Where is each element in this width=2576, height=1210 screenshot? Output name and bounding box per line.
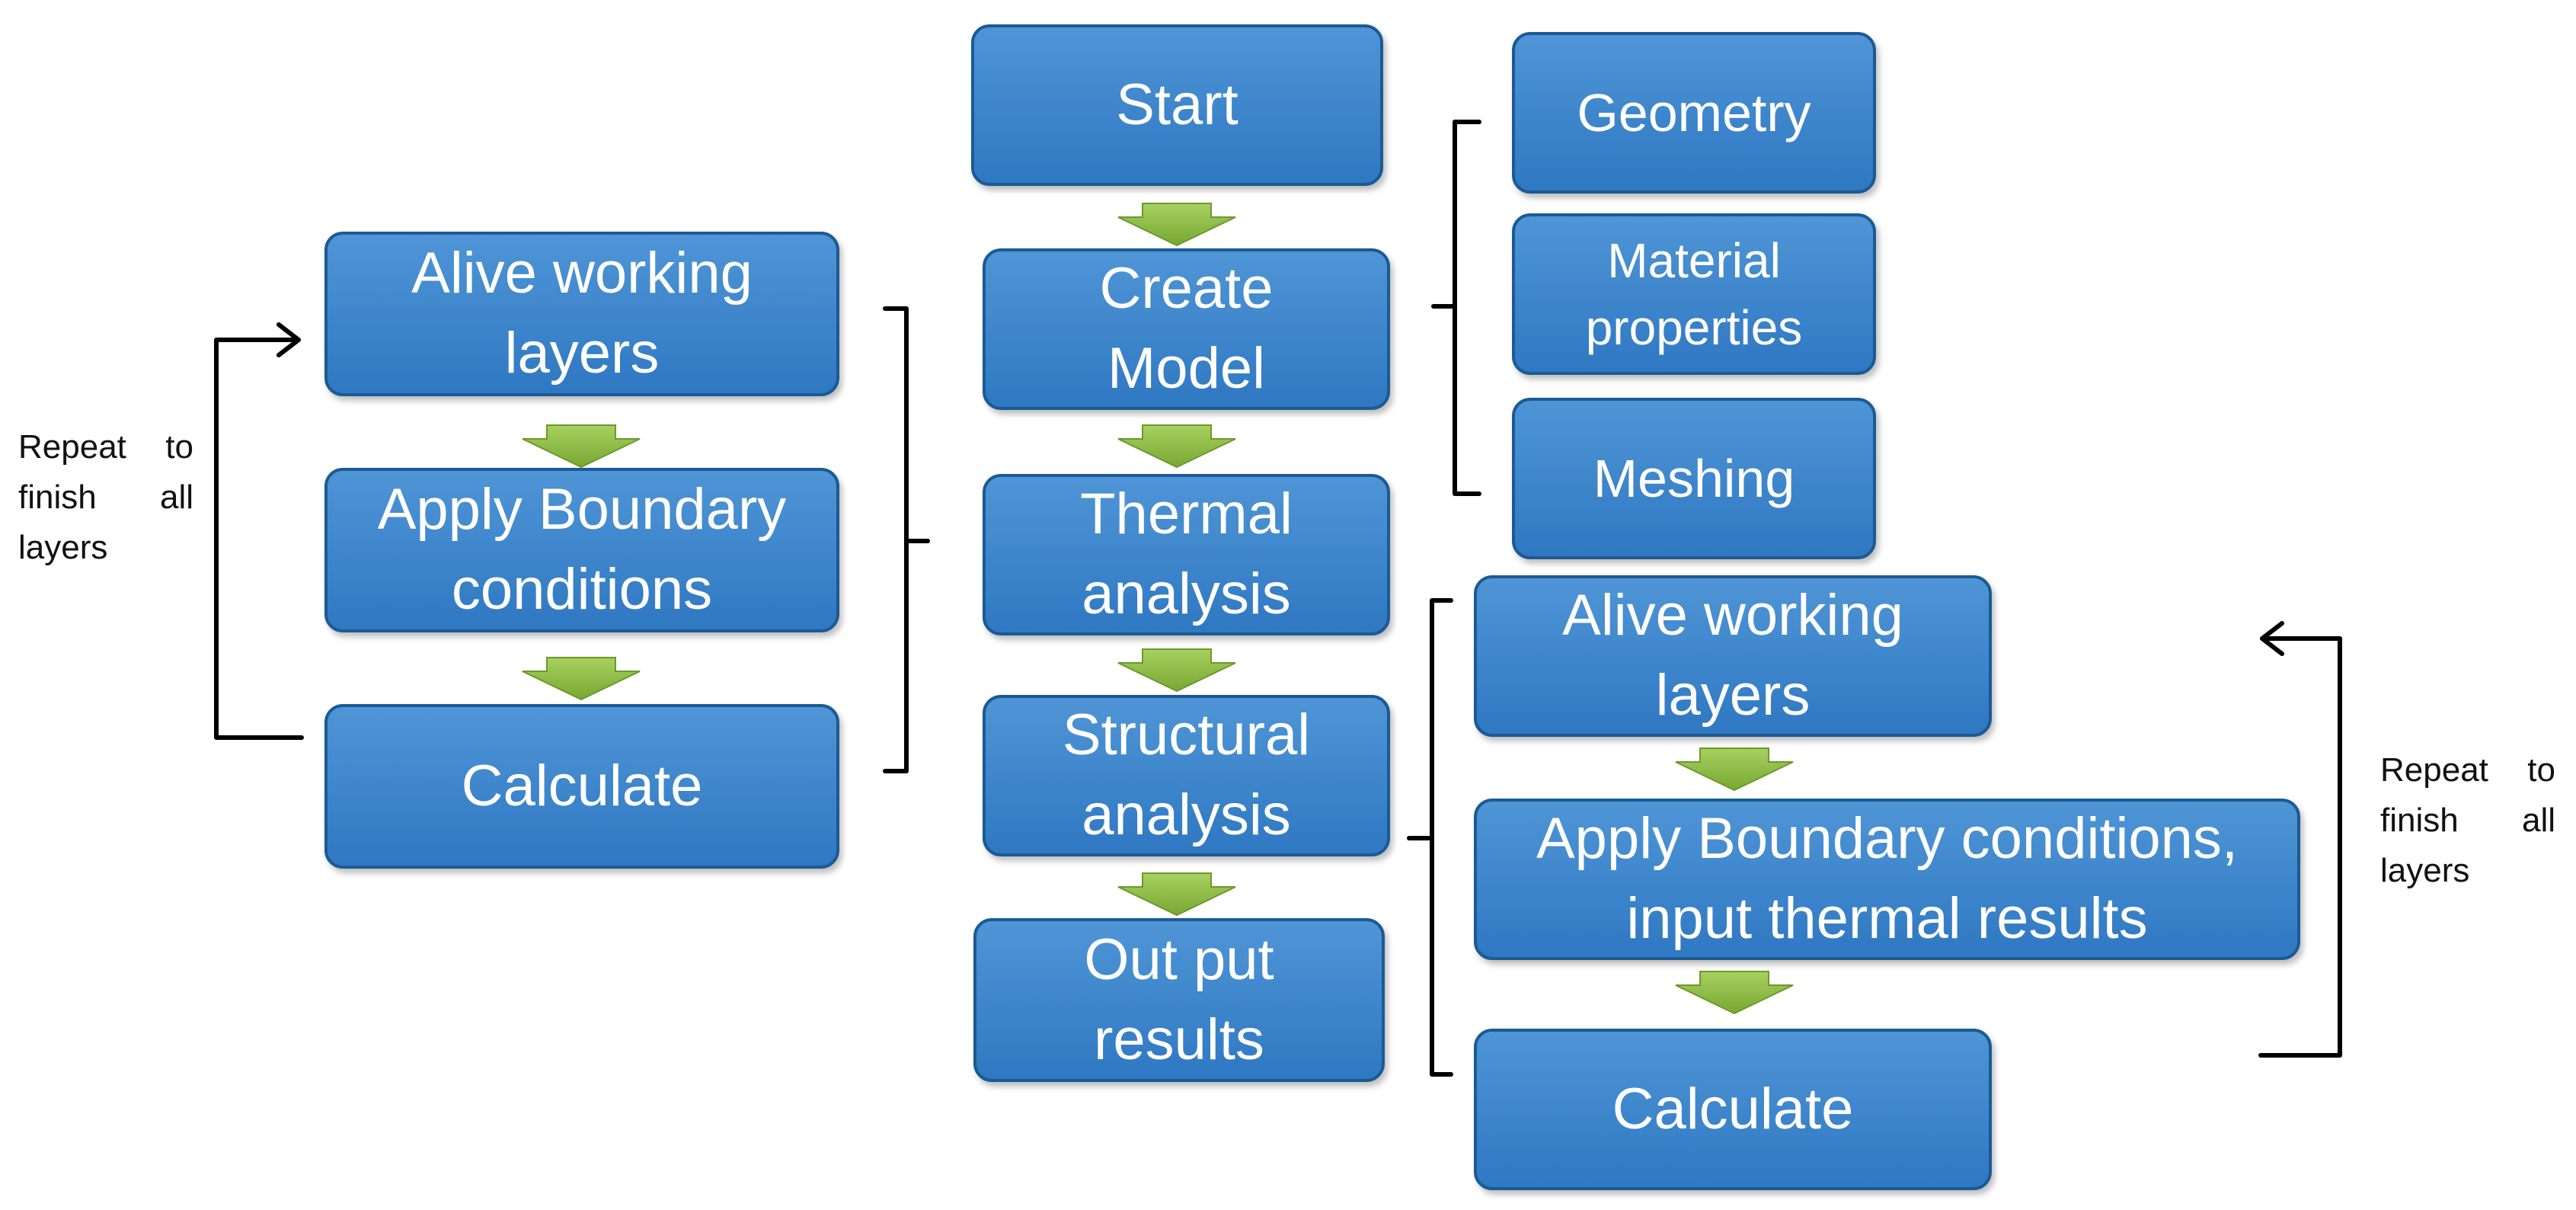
- down-arrow-right-alive-to-bc: [1675, 747, 1794, 792]
- left-apply-bc-box: Apply Boundary conditions: [324, 468, 839, 632]
- start-box: Start: [971, 24, 1383, 186]
- structural-analysis-box: Structural analysis: [983, 695, 1390, 856]
- down-arrow-right-bc-to-calc: [1675, 971, 1794, 1015]
- geometry-label: Geometry: [1577, 82, 1811, 142]
- right-apply-bc-label: Apply Boundary conditions, input thermal…: [1536, 806, 2239, 951]
- left-apply-bc-label: Apply Boundary conditions: [377, 477, 787, 622]
- thermal-analysis-box: Thermal analysis: [983, 474, 1390, 635]
- create-model-label: Create Model: [1099, 256, 1274, 401]
- right-calculate-label: Calculate: [1612, 1076, 1854, 1141]
- create-model-box: Create Model: [983, 248, 1390, 410]
- start-label: Start: [1116, 72, 1238, 137]
- meshing-label: Meshing: [1593, 448, 1795, 508]
- down-arrow-start-to-model: [1117, 203, 1236, 247]
- left-calculate-label: Calculate: [461, 753, 703, 818]
- output-results-label: Out put results: [1084, 927, 1274, 1072]
- bracket-thermal-loop: [883, 306, 930, 773]
- bracket-model-components: [1431, 120, 1481, 496]
- right-repeat-note: Repeat to finish all layers: [2380, 751, 2555, 889]
- structural-analysis-label: Structural analysis: [1062, 703, 1311, 847]
- right-alive-layers-box: Alive working layers: [1474, 575, 1992, 737]
- repeat-loop-arrow-left: [214, 322, 304, 740]
- meshing-box: Meshing: [1512, 398, 1876, 559]
- down-arrow-model-to-thermal: [1117, 424, 1236, 469]
- down-arrow-structural-to-output: [1117, 872, 1236, 917]
- right-apply-bc-box: Apply Boundary conditions, input thermal…: [1474, 799, 2300, 960]
- right-alive-layers-label: Alive working layers: [1562, 583, 1903, 728]
- down-arrow-thermal-to-structural: [1117, 648, 1236, 693]
- material-properties-label: Material properties: [1585, 232, 1803, 355]
- left-alive-layers-label: Alive working layers: [411, 241, 753, 386]
- left-repeat-note: Repeat to finish all layers: [18, 428, 193, 566]
- geometry-box: Geometry: [1512, 32, 1876, 194]
- bracket-structural-loop: [1407, 598, 1453, 1077]
- material-properties-box: Material properties: [1512, 213, 1876, 375]
- down-arrow-left-bc-to-calc: [522, 657, 641, 701]
- right-calculate-box: Calculate: [1474, 1029, 1992, 1190]
- left-alive-layers-box: Alive working layers: [324, 232, 839, 396]
- left-calculate-box: Calculate: [324, 704, 839, 869]
- output-results-box: Out put results: [973, 918, 1385, 1082]
- thermal-analysis-label: Thermal analysis: [1080, 482, 1293, 626]
- down-arrow-left-alive-to-bc: [522, 424, 641, 469]
- repeat-loop-arrow-right: [2258, 621, 2342, 1058]
